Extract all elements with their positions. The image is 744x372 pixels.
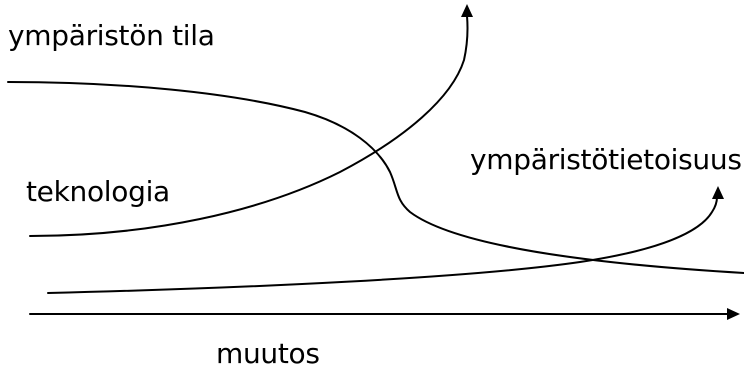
technology-curve [29,15,469,237]
environmental-awareness-label: ympäristötietoisuus [470,143,742,176]
environmental-awareness-arrowhead [712,186,724,199]
change-axis-arrowhead [727,308,740,320]
environment-state-label: ympäristön tila [8,19,215,52]
technology-label: teknologia [26,175,170,208]
technology-arrowhead [461,4,473,17]
environmental-awareness-curve [47,196,718,294]
environment-state-curve [7,81,744,274]
change-axis-label: muutos [216,337,320,370]
